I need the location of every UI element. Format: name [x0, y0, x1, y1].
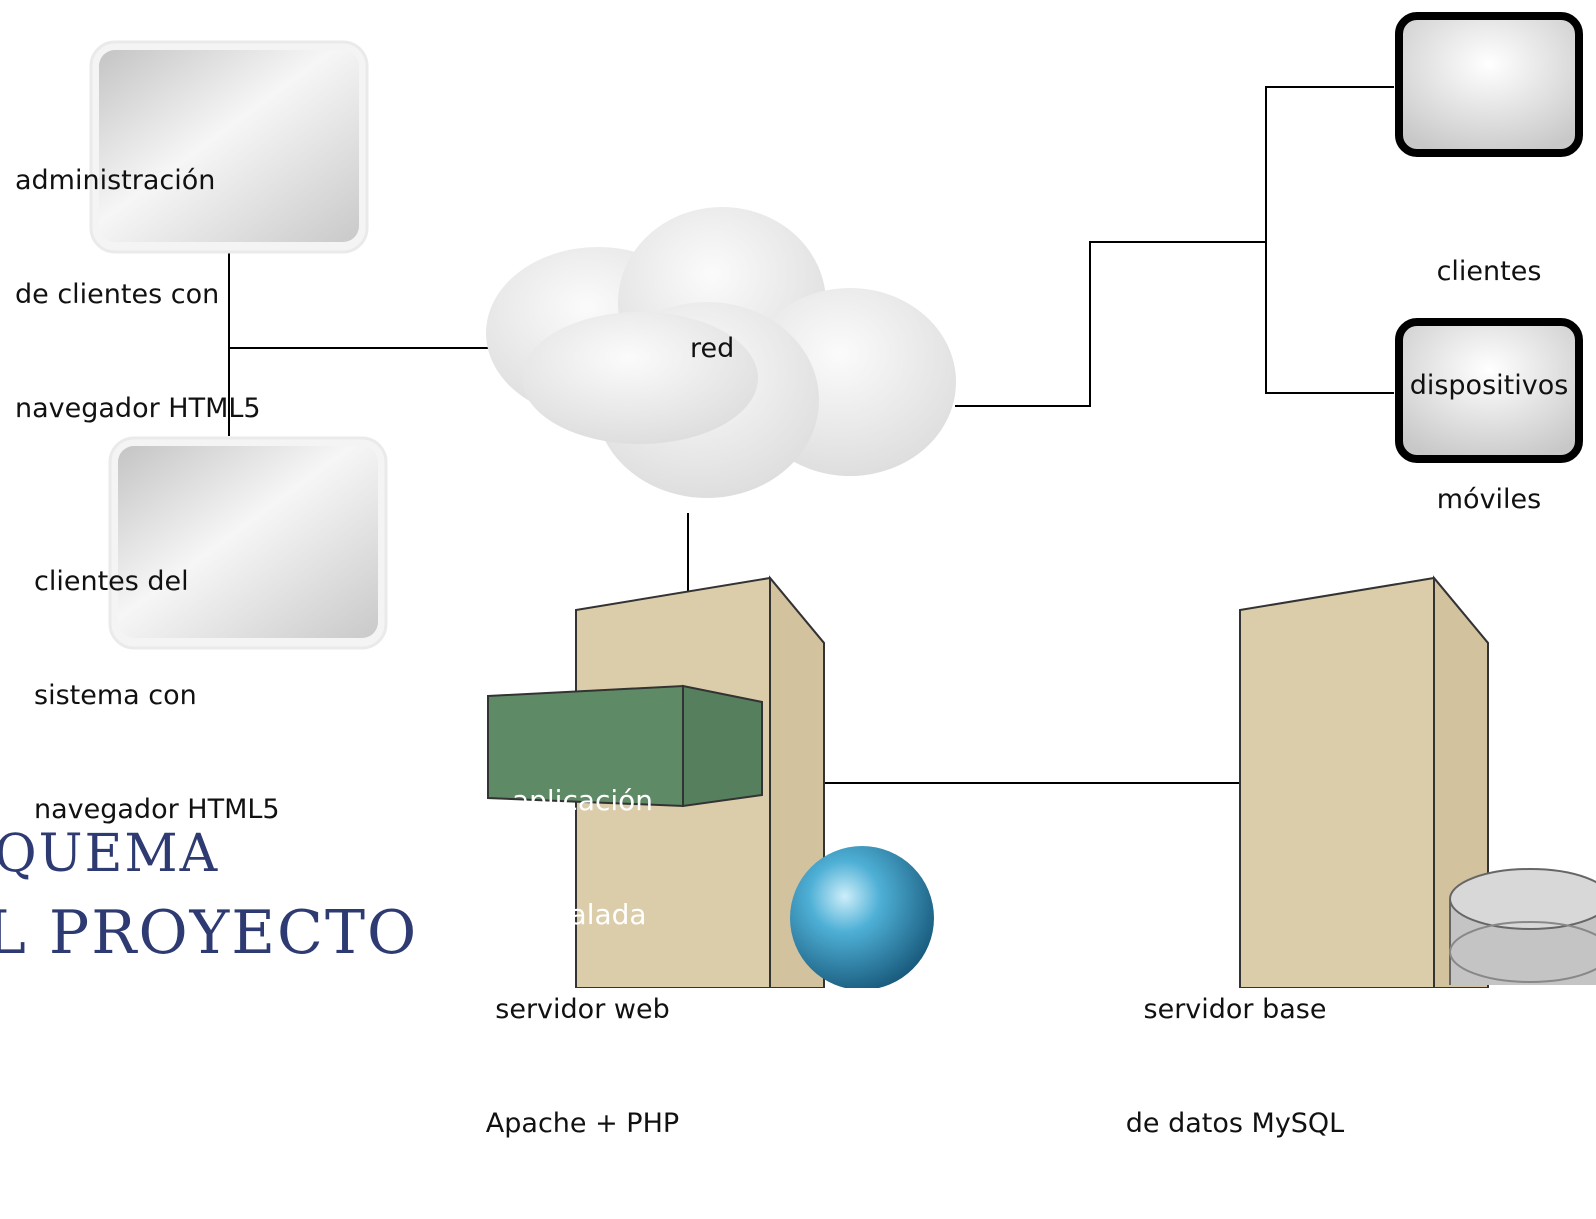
installed-app-label-line-2: instalada: [518, 898, 647, 931]
system-clients-label: clientes del sistema con navegador HTML5: [34, 487, 280, 905]
mobile-clients-label-line-3: móviles: [1436, 484, 1542, 515]
mobile-clients-label-line-2: dispositivos: [1409, 370, 1569, 401]
installed-app-label: aplicación instalada: [495, 706, 670, 1010]
db-server-label: servidor base de datos MySQL: [1110, 915, 1360, 1219]
edge-network-mobile: [955, 241, 1266, 407]
web-server-label: servidor web Apache + PHP: [470, 915, 695, 1219]
slide-title-line-2: L PROYECTO: [0, 898, 419, 968]
network-label: red: [690, 333, 735, 364]
mobile-clients-label-line-1: clientes: [1436, 256, 1542, 287]
admin-clients-label-line-2: de clientes con: [15, 279, 220, 310]
web-server-label-line-1: servidor web: [495, 994, 670, 1025]
diagram-canvas: [89, 12, 1596, 988]
installed-app-box: [487, 684, 763, 808]
system-clients-label-line-2: sistema con: [34, 680, 197, 711]
network-cloud: [486, 207, 956, 498]
system-clients-label-line-1: clientes del: [34, 566, 189, 597]
globe-icon: [790, 846, 934, 988]
system-clients-label-line-3: navegador HTML5: [34, 794, 280, 825]
database-cylinder-icon: [1449, 868, 1596, 985]
db-server-label-line-2: de datos MySQL: [1125, 1108, 1345, 1139]
admin-clients-label: administración de clientes con navegador…: [15, 86, 261, 504]
slide-title-line-1: QUEMA: [0, 824, 220, 884]
architecture-diagram: administración de clientes con navegador…: [0, 12, 1596, 1139]
installed-app-label-line-1: aplicación: [511, 784, 654, 817]
admin-client-box: [89, 40, 369, 254]
admin-clients-label-line-1: administración: [15, 165, 216, 196]
mobile-clients-label: clientes dispositivos móviles: [1389, 177, 1589, 595]
db-server-label-line-1: servidor base: [1143, 994, 1327, 1025]
web-server-label-line-2: Apache + PHP: [485, 1108, 680, 1139]
connector-lines: [228, 86, 1394, 784]
edge-admin-clients-network: [228, 250, 490, 349]
mobile-device-2: [1395, 318, 1583, 463]
admin-clients-label-line-3: navegador HTML5: [15, 393, 261, 424]
system-client-box: [108, 436, 388, 650]
edge-mobile-branch: [1265, 86, 1394, 394]
mobile-device-1: [1395, 12, 1583, 157]
